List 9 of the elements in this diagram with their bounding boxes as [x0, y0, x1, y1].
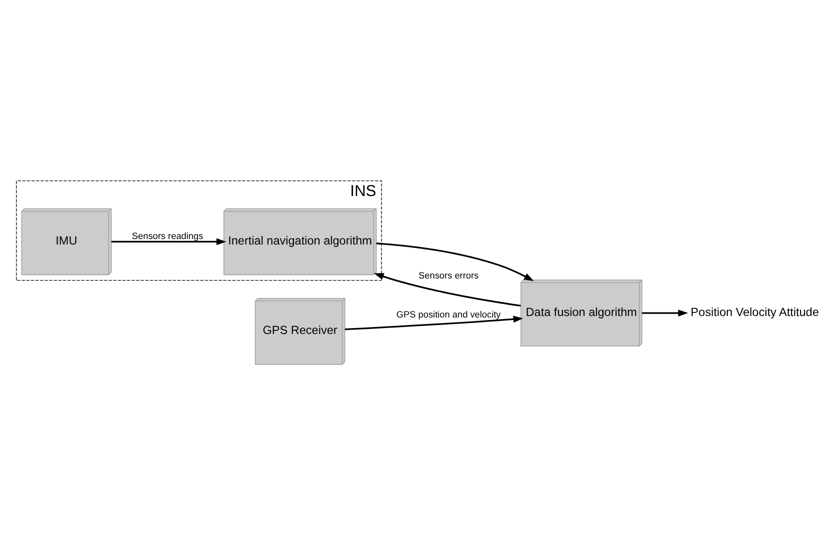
edge-label: Sensors errors — [418, 270, 479, 280]
arrow — [374, 273, 521, 307]
edge-label: GPS position and velocity — [396, 310, 501, 320]
edge-label: Sensors readings — [132, 231, 204, 242]
arrow — [344, 316, 524, 330]
arrow — [642, 310, 688, 316]
node-text: Position Velocity Attitude — [690, 306, 819, 319]
arrow — [376, 242, 534, 282]
arrow — [111, 238, 226, 246]
